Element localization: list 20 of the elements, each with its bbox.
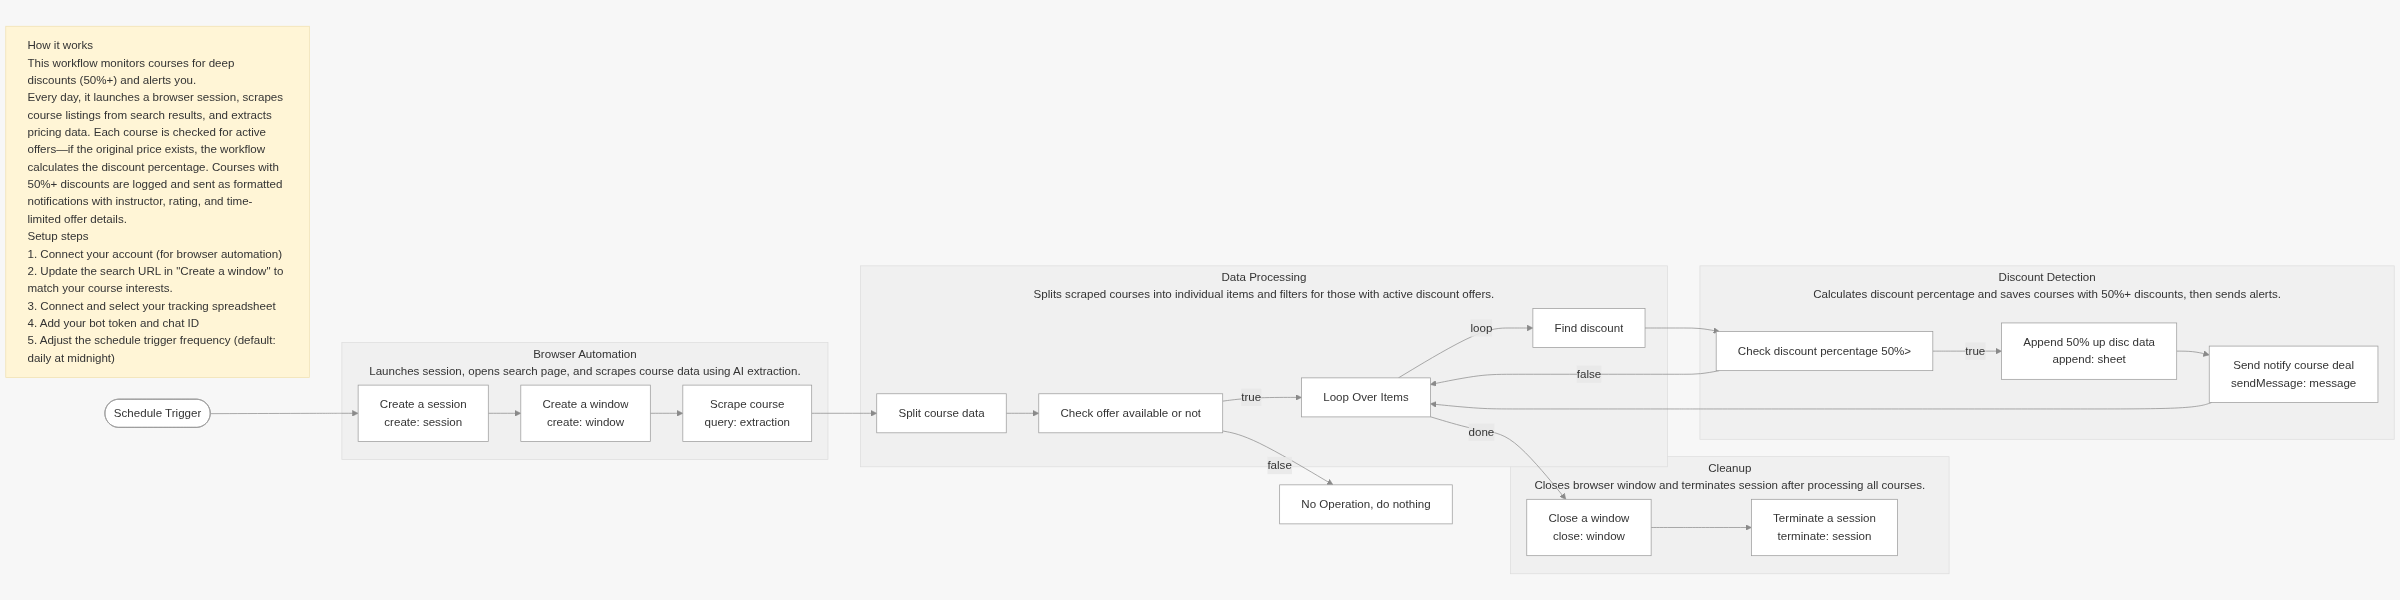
node-box: Split course data xyxy=(876,393,1007,434)
node-box: Scrape course query: extraction xyxy=(682,384,813,442)
edge-label: true xyxy=(1965,344,1986,357)
edge-label: false xyxy=(1267,459,1292,472)
node-box: Create a window create: window xyxy=(520,384,651,442)
node-box: No Operation, do nothing xyxy=(1279,484,1453,525)
node-box: Loop Over Items xyxy=(1301,377,1431,418)
node-box: Check offer available or not xyxy=(1038,393,1224,434)
node-box: How it works This workflow monitors courses for deep discounts (50%+) and alerts you. Every day, it launches a browser session, scrapes course listings from search results, and extracts pricing data. Each course is checked for active offers—if the original price exists, the workflow calculates the discount percentage. Courses with 50%+ discounts are logged and sent as formatted notifications with instructor, rating, and time-limited offer details. Setup steps 1. Connect your account (for browser automation) 2. Update the search URL in "Create a window" to match your course interests. 3. Connect and select your tracking spreadsheet 4. Add your bot token and chat ID 5. Adjust the schedule trigger frequency (default: daily at midnight) xyxy=(5,25,310,378)
edge-label: true xyxy=(1241,390,1262,404)
node-box: Check discount percentage 50%> xyxy=(1715,331,1934,371)
node-box: Send notify course deal sendMessage: message xyxy=(2208,345,2379,403)
node-box: Create a session create: session xyxy=(357,384,489,442)
node-box: Terminate a session terminate: session xyxy=(1751,498,1898,557)
edge-label: loop xyxy=(1470,321,1493,334)
node-box: Close a window close: window xyxy=(1526,498,1652,557)
node-box: Append 50% up disc data append: sheet xyxy=(2001,322,2178,380)
edge-label: done xyxy=(1468,425,1495,438)
edge-label: false xyxy=(1576,367,1602,381)
node-box: Find discount xyxy=(1532,308,1646,348)
